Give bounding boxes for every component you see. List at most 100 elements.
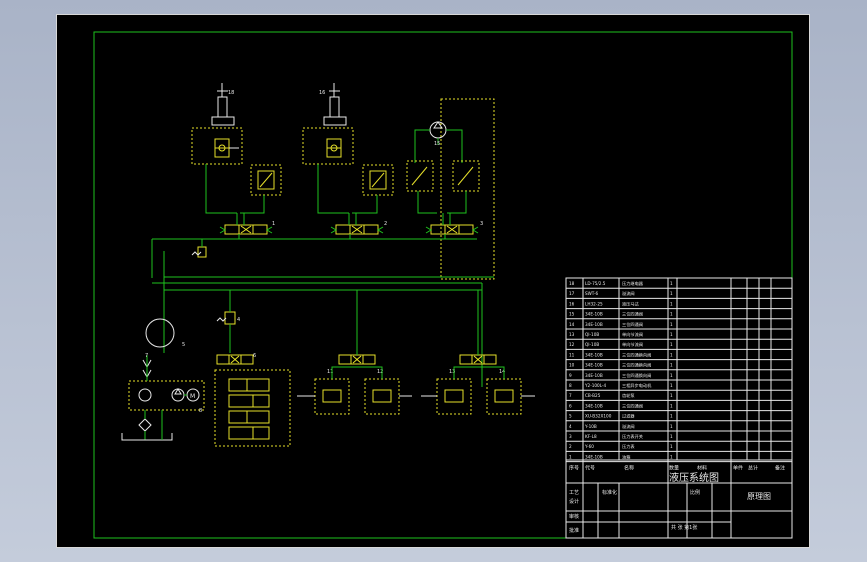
bom-cell-qty: 1 [670, 342, 673, 347]
approver-label: 批准 [569, 527, 579, 534]
bom-cell-no: 6 [569, 403, 572, 408]
svg-text:M: M [190, 393, 195, 400]
bom-cell-qty: 1 [670, 383, 673, 388]
bom-cell-name: 三位四通换向阀 [622, 351, 651, 358]
cylinder-b: 16 [319, 83, 347, 126]
standard-label: 标准化 [602, 489, 617, 496]
cyl-a-throttle [257, 170, 275, 190]
sheet-label: 共 张 第1张 [671, 524, 697, 531]
bom-header-cell: 代号 [585, 465, 595, 472]
bom-cell-name: 溢流阀 [622, 290, 635, 297]
bom-cell-code: Y-10B [584, 424, 597, 429]
bom-cell-name: 压力继电器 [622, 280, 644, 287]
pump-symbol: M 8 [138, 388, 202, 414]
pump-station-box [128, 380, 205, 411]
cyl-14-box [486, 378, 522, 415]
bom-cell-qty: 1 [670, 434, 673, 439]
bom-header-cell: 数量 [669, 465, 679, 472]
hydraulic-schematic: 18 16 15 [93, 31, 793, 539]
motor-line-dl [417, 191, 437, 214]
valve-1-label: 1 [272, 221, 275, 227]
bom-cell-name: 三相异步电动机 [622, 382, 652, 389]
bom-cell-qty: 1 [670, 373, 673, 378]
bom-header-cell: 总计 [748, 465, 758, 472]
check-valves: 7 [142, 353, 152, 381]
cylinder-stack [228, 378, 270, 440]
bom-cell-qty: 1 [670, 291, 673, 296]
bom-cell-no: 11 [569, 352, 575, 357]
motor-dashed-box [440, 98, 495, 280]
cylinder-stack-box [214, 369, 291, 447]
title-block: 液压系统图 原理图 工艺 设计 标准化 审核 批准 比例 共 张 第1张 [565, 277, 793, 539]
bom-cell-qty: 1 [670, 363, 673, 368]
bom-cell-name: 压力表 [622, 443, 635, 450]
cyl-12-box [364, 378, 400, 415]
bom-cell-qty: 1 [670, 403, 673, 408]
bom-cell-code: LH32-25 [585, 301, 603, 306]
bom-cell-no: 16 [569, 301, 575, 306]
bom-cell-code: CB-B25 [585, 393, 601, 398]
bom-cell-no: 15 [569, 312, 575, 317]
bom-cell-no: 12 [569, 342, 575, 347]
bom-cell-code: 34E-10B [585, 363, 603, 368]
pump-label: 6 [253, 353, 256, 359]
bom-cell-qty: 1 [670, 301, 673, 306]
bom-cell-no: 17 [569, 291, 575, 296]
bom-cell-code: QI-10B [585, 332, 599, 337]
bom-header-cell: 单件 [733, 465, 743, 472]
motor-valve-l-box [406, 160, 434, 192]
bom-cell-qty: 1 [670, 393, 673, 398]
bom-cell-name: 单向节流阀 [622, 331, 643, 338]
motor-label: 15 [434, 141, 440, 147]
bom-cell-no: 4 [569, 424, 572, 429]
bom-header-cell: 序号 [569, 465, 579, 472]
relief-valve-top [191, 239, 207, 258]
designer-label: 设计 [569, 498, 579, 505]
valve-6: 6 [216, 353, 256, 365]
bom-cell-code: 34E-10B [585, 403, 603, 408]
bom-cell-code: Y2-100L-4 [584, 383, 606, 388]
bom-cell-qty: 1 [670, 322, 673, 327]
cyl-11-label: 11 [327, 369, 333, 375]
cyl-12-label: 12 [377, 369, 383, 375]
cyl-b-label: 16 [319, 90, 325, 96]
bom-cell-name: 三位四通换向阀 [622, 362, 651, 369]
process-label: 工艺 [569, 490, 579, 496]
cyl-a-valve [214, 138, 239, 158]
motor-label-8: 8 [199, 408, 202, 414]
check-label: 7 [145, 353, 148, 359]
bom-header-cell: 材料 [697, 465, 707, 472]
bom-cell-code: LD-75/2.5 [585, 281, 606, 286]
cylinder-a: 18 [211, 83, 235, 126]
relief-label: 4 [237, 317, 240, 323]
valve-3-label: 3 [480, 221, 483, 227]
hydraulic-motor-symbol: 15 [429, 121, 447, 147]
bom-cell-name: 溢流阀 [622, 423, 635, 430]
drawing-type: 原理图 [747, 492, 771, 501]
bom-cell-code: 34E-10B [585, 373, 603, 378]
bom-cell-qty: 1 [670, 352, 673, 357]
cyl-b-throttle [369, 170, 387, 190]
bom-cell-name: 三位四通阀 [622, 321, 643, 328]
cyl-a-line-left [205, 164, 237, 214]
bom-cell-no: 9 [569, 373, 572, 378]
checker-label: 审核 [569, 513, 579, 520]
bom-cell-code: 34E-10B [585, 454, 603, 459]
bom-cell-code: 34E-10B [585, 352, 603, 357]
bom-cell-no: 8 [569, 383, 572, 388]
cyl-14-label: 14 [499, 369, 505, 375]
valve-3: 3 [425, 213, 483, 235]
cyl-13-label: 13 [449, 369, 455, 375]
valve-right-a [338, 290, 376, 365]
bom-cell-name: 油箱 [622, 453, 630, 460]
cyl-b-line-left [317, 164, 349, 214]
bom-header-cell: 名称 [624, 465, 634, 472]
bom-cell-no: 3 [569, 434, 572, 439]
bom-cell-qty: 1 [670, 332, 673, 337]
bom-cell-qty: 1 [670, 444, 673, 449]
motor-line-l [414, 129, 430, 163]
cyl-b-valve-box [302, 127, 354, 165]
bom-cell-name: 过滤器 [622, 413, 635, 420]
bom-cell-name: 压力表开关 [622, 433, 643, 440]
